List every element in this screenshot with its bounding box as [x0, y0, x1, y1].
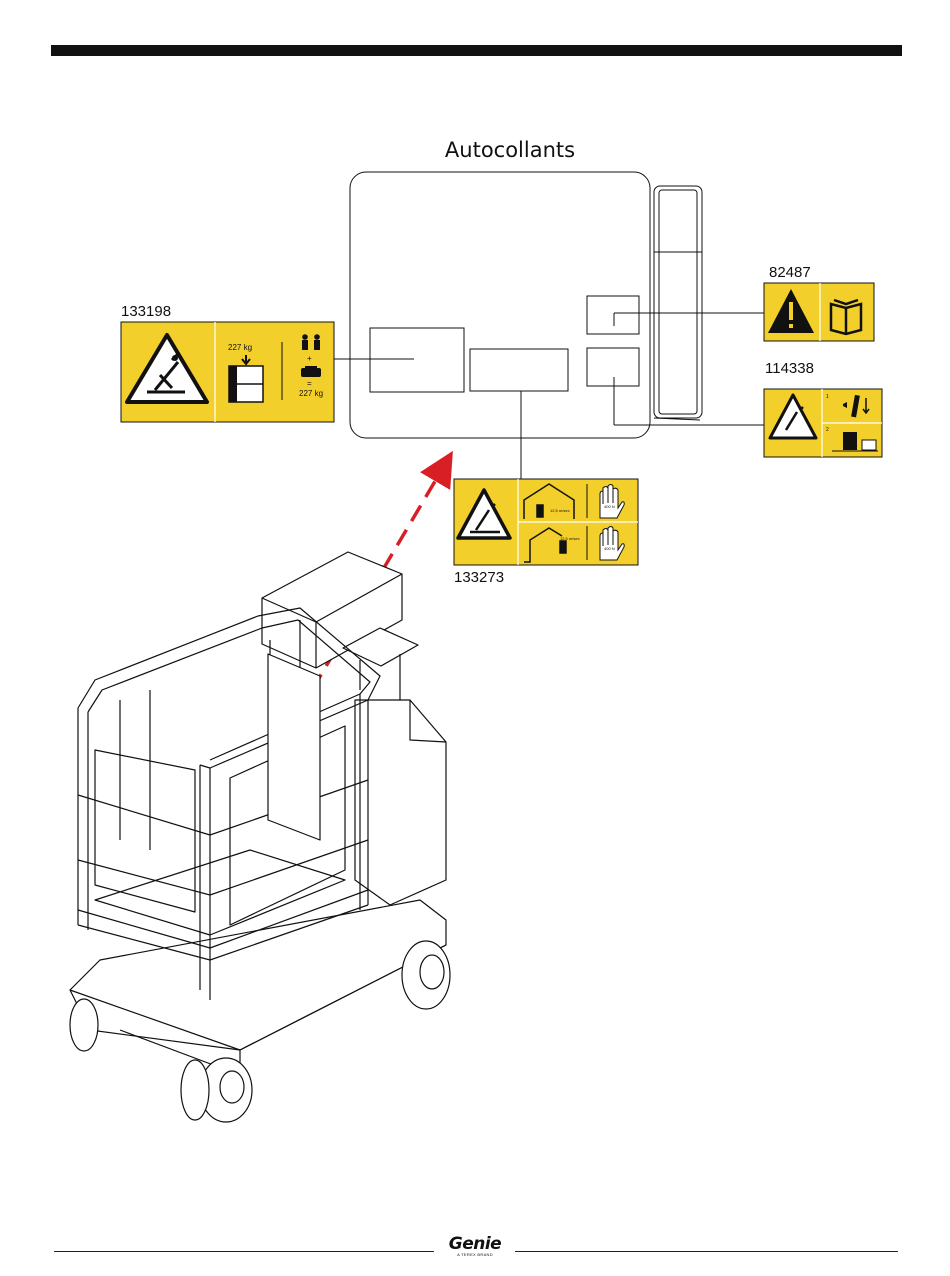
- placement-box-133198: [370, 328, 464, 392]
- decal-133273: 12,5 m/sec 12,5 m/sec 400 N 400 N: [454, 479, 638, 565]
- brand-logo: Genie A TEREX BRAND: [442, 1234, 508, 1257]
- decal-133198: 227 kg + = 227 kg: [121, 322, 334, 422]
- decal-114338: 1 2: [764, 389, 882, 457]
- svg-text:12,5 m/sec: 12,5 m/sec: [550, 508, 570, 513]
- placement-box-82487: [587, 296, 639, 334]
- svg-text:+: +: [307, 354, 312, 363]
- leader-lines: [334, 313, 764, 479]
- svg-text:12,5 m/sec: 12,5 m/sec: [560, 536, 580, 541]
- footer-rule-left: [54, 1251, 434, 1252]
- svg-text:=: =: [307, 379, 312, 388]
- decal-82487: [764, 283, 874, 341]
- svg-text:2: 2: [826, 427, 829, 433]
- platform-top-view: [350, 172, 702, 438]
- machine-illustration: [70, 552, 450, 1122]
- svg-text:400 N: 400 N: [604, 504, 615, 509]
- svg-text:227 kg: 227 kg: [299, 389, 323, 398]
- placement-box-133273: [470, 349, 568, 391]
- svg-text:227 kg: 227 kg: [228, 343, 252, 352]
- footer-rule-right: [515, 1251, 898, 1252]
- svg-text:400 N: 400 N: [604, 546, 615, 551]
- svg-text:1: 1: [826, 394, 829, 400]
- placement-box-114338: [587, 348, 639, 386]
